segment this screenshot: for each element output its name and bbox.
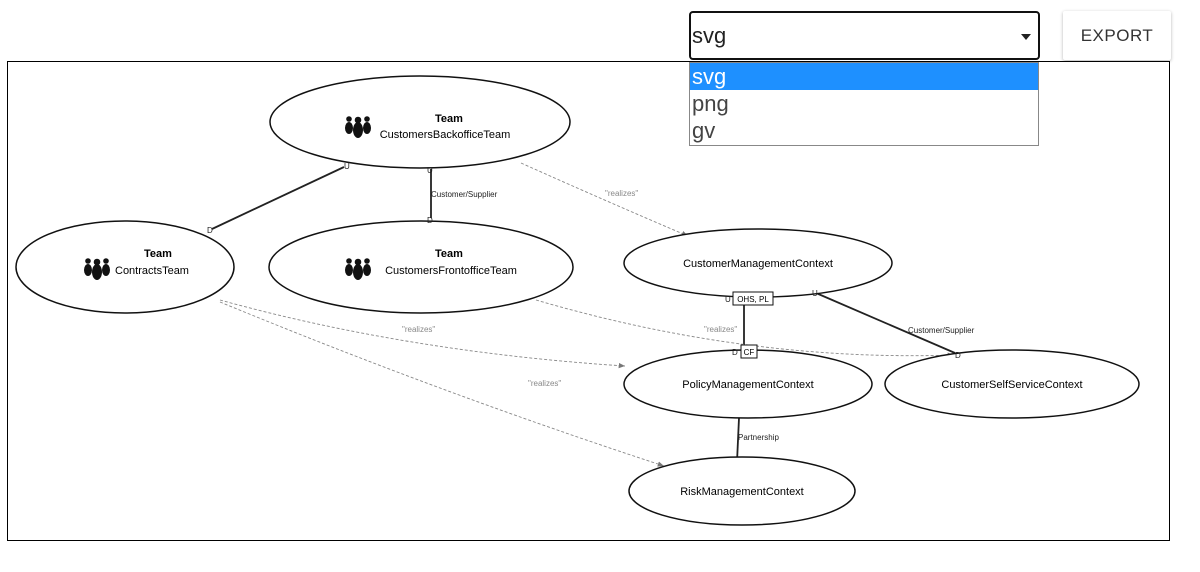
upstream-marker: U xyxy=(725,295,731,304)
node-name-label: CustomerManagementContext xyxy=(683,258,833,270)
cf-badge: CF xyxy=(740,344,758,359)
context-map-diagram: Team CustomersBackofficeTeam Team Contra… xyxy=(15,75,1140,526)
downstream-marker: D xyxy=(732,348,738,357)
ohs-pl-label: OHS, PL xyxy=(737,295,769,304)
downstream-marker: D xyxy=(207,226,213,235)
edge-label-realizes: "realizes" xyxy=(704,325,737,334)
format-select-value: svg xyxy=(692,22,727,48)
format-dropdown-list: svg png gv xyxy=(689,62,1039,146)
node-customers-frontoffice-team[interactable]: Team CustomersFrontofficeTeam xyxy=(268,220,574,314)
node-name-label: RiskManagementContext xyxy=(680,486,804,498)
node-type-label: Team xyxy=(435,248,463,260)
node-name-label: CustomersBackofficeTeam xyxy=(380,129,511,141)
format-option-svg[interactable]: svg xyxy=(690,63,1038,90)
node-name-label: ContractsTeam xyxy=(115,265,189,277)
edge-label-customer-supplier: Customer/Supplier xyxy=(431,190,498,199)
downstream-marker: D xyxy=(955,351,961,360)
edge-customermgmt-selfservice xyxy=(815,292,956,354)
node-type-label: Team xyxy=(435,113,463,125)
node-customer-management-context[interactable]: CustomerManagementContext xyxy=(623,228,893,298)
downstream-marker: D xyxy=(427,216,433,225)
upstream-marker: U xyxy=(812,289,818,298)
edge-policymgmt-riskmgmt xyxy=(736,417,740,463)
cf-label: CF xyxy=(744,348,755,357)
format-select[interactable]: svg xyxy=(689,11,1040,60)
edge-label-realizes: "realizes" xyxy=(528,379,561,388)
ohs-pl-badge: OHS, PL xyxy=(732,291,774,306)
node-risk-management-context[interactable]: RiskManagementContext xyxy=(628,456,856,526)
node-contracts-team[interactable]: Team ContractsTeam xyxy=(15,220,235,314)
realizes-backoffice-customermgmt xyxy=(520,162,689,237)
edge-label-partnership: Partnership xyxy=(738,433,779,442)
upstream-marker: U xyxy=(344,162,350,171)
node-name-label: PolicyManagementContext xyxy=(682,379,813,391)
export-button[interactable]: EXPORT xyxy=(1063,11,1171,60)
format-option-gv[interactable]: gv xyxy=(692,118,716,143)
node-name-label: CustomersFrontofficeTeam xyxy=(385,265,517,277)
node-name-label: CustomerSelfServiceContext xyxy=(941,379,1082,391)
edge-backoffice-contracts xyxy=(211,166,345,230)
edge-label-customer-supplier: Customer/Supplier xyxy=(908,326,975,335)
node-type-label: Team xyxy=(144,248,172,260)
chevron-down-icon xyxy=(1021,34,1031,40)
format-option-png[interactable]: png xyxy=(692,91,729,116)
node-policy-management-context[interactable]: PolicyManagementContext xyxy=(623,349,873,419)
realizes-contracts-policymgmt xyxy=(219,299,626,369)
realizes-contracts-riskmgmt xyxy=(219,301,665,467)
node-customer-self-service-context[interactable]: CustomerSelfServiceContext xyxy=(884,349,1140,419)
edge-label-realizes: "realizes" xyxy=(402,325,435,334)
upstream-marker: U xyxy=(427,166,433,175)
edge-label-realizes: "realizes" xyxy=(605,189,638,198)
node-customers-backoffice-team[interactable]: Team CustomersBackofficeTeam xyxy=(269,75,571,169)
